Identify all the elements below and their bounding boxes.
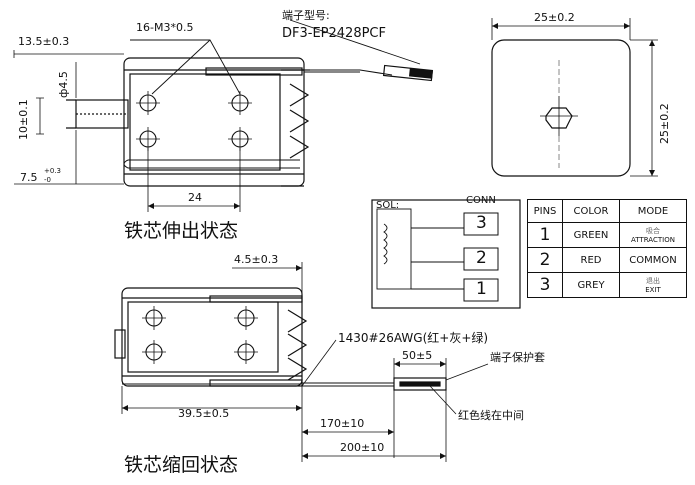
pin-number: 3: [527, 272, 563, 298]
pin-color: GREEN: [562, 222, 620, 248]
pin-number: 2: [527, 247, 563, 273]
connector-label: 端子型号:: [282, 9, 330, 22]
schematic-pin-1: 1: [476, 279, 487, 299]
dim-diameter: ф4.5: [57, 71, 70, 98]
conn-label: CONN: [466, 195, 496, 206]
sleeve-label: 端子保护套: [490, 351, 545, 364]
solenoid-extended-view: [13, 19, 434, 212]
pin-number: 1: [527, 222, 563, 248]
caption-retracted: 铁芯缩回状态: [124, 454, 239, 476]
dim-170: 170±10: [320, 417, 365, 430]
thread-callout: 16-M3*0.5: [136, 21, 194, 34]
table-row: 2 RED COMMON: [527, 247, 687, 273]
dim-7-5-tol-upper: +0.3: [44, 167, 61, 175]
solenoid-end-view: [491, 18, 658, 177]
header-pins: PINS: [527, 199, 563, 223]
sol-label: SOL:: [376, 200, 400, 211]
end-view-width-dim: 25±0.2: [534, 11, 575, 24]
dim-stroke-10: 10±0.1: [17, 99, 30, 140]
header-mode: MODE: [619, 199, 687, 223]
red-wire-note: 红色线在中间: [458, 409, 524, 422]
dim-200: 200±10: [340, 441, 385, 454]
pin-color: RED: [562, 247, 620, 273]
header-color: COLOR: [562, 199, 620, 223]
pin-color: GREY: [562, 272, 620, 298]
solenoid-retracted-view: [114, 262, 489, 462]
dim-39-5: 39.5±0.5: [178, 407, 230, 420]
schematic: [371, 199, 521, 309]
connector-model: DF3-EP2428PCF: [282, 26, 386, 41]
dim-7-5: 7.5: [20, 171, 38, 184]
pin-mode-en: ATTRACTION: [631, 236, 675, 244]
dim-4-5: 4.5±0.3: [234, 253, 279, 266]
pin-mode-cn: 吸合: [646, 227, 660, 235]
pin-mode: COMMON: [619, 247, 687, 273]
caption-extended: 铁芯伸出状态: [124, 220, 239, 242]
schematic-pin-2: 2: [476, 248, 487, 268]
dim-50: 50±5: [402, 349, 433, 362]
end-view-height-dim: 25±0.2: [658, 103, 671, 144]
schematic-pin-3: 3: [476, 213, 487, 233]
dim-7-5-tol-lower: -0: [44, 176, 51, 184]
pin-mode-cn: 退出: [646, 277, 660, 285]
dim-13-5: 13.5±0.3: [18, 35, 70, 48]
pin-table-header: PINS COLOR MODE: [527, 199, 687, 223]
dim-hole-spacing: 24: [188, 191, 202, 204]
pin-mode-en: EXIT: [645, 286, 661, 294]
wire-spec: 1430#26AWG(红+灰+绿): [338, 331, 489, 345]
